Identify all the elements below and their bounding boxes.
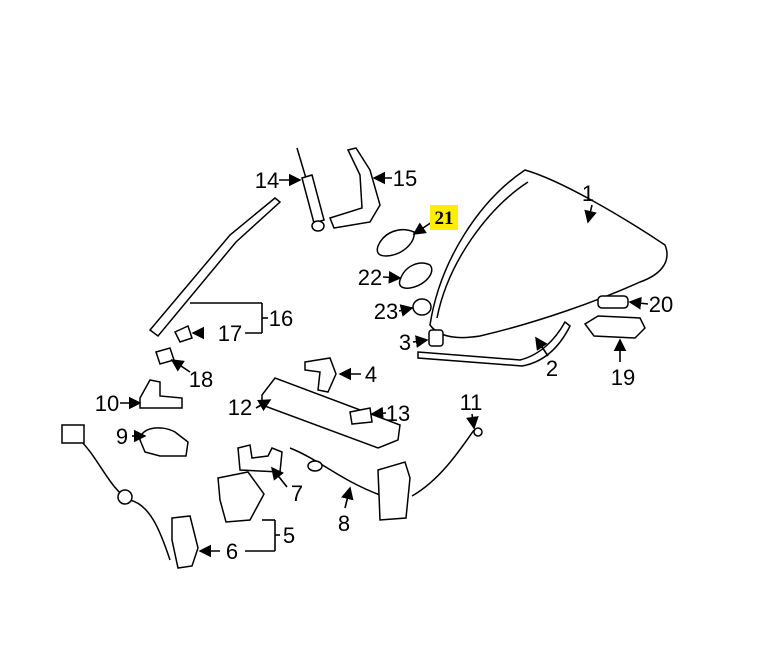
callout-2[interactable]: 2 (546, 356, 558, 381)
callout-23[interactable]: 23 (374, 299, 398, 324)
part-18-clip[interactable] (155, 347, 175, 365)
part-hinge[interactable] (329, 147, 381, 229)
callout-12[interactable]: 12 (228, 395, 252, 420)
part-gas-strut[interactable] (296, 147, 325, 232)
callout-20[interactable]: 20 (649, 292, 673, 317)
part-7-bracket[interactable] (237, 444, 283, 473)
callout-1[interactable]: 1 (582, 181, 594, 206)
callout-5[interactable]: 5 (283, 523, 295, 548)
callout-22[interactable]: 22 (358, 265, 382, 290)
part-bumper-stop[interactable] (428, 329, 444, 347)
callout-4[interactable]: 4 (365, 362, 377, 387)
part-6-lock[interactable] (171, 515, 199, 569)
callout-3[interactable]: 3 (399, 330, 411, 355)
part-23-grommet[interactable] (412, 298, 432, 316)
leader-lines (120, 171, 649, 558)
part-13-bumper[interactable] (349, 407, 373, 425)
callout-21-highlighted[interactable]: 21 (435, 208, 454, 229)
part-9-switch[interactable] (139, 427, 189, 457)
callout-8[interactable]: 8 (338, 511, 350, 536)
callout-10[interactable]: 10 (95, 391, 119, 416)
callout-19[interactable]: 19 (611, 365, 635, 390)
part-8-latch[interactable] (289, 447, 411, 521)
part-grommet (117, 489, 133, 505)
part-19-lamp[interactable] (583, 315, 646, 339)
part-5-bracket[interactable] (217, 471, 265, 523)
part-hood-seal[interactable] (417, 320, 571, 367)
callout-11[interactable]: 11 (460, 390, 483, 415)
part-22-seal[interactable] (398, 262, 433, 289)
callout-6[interactable]: 6 (226, 539, 238, 564)
part-10-bracket[interactable] (139, 379, 183, 409)
part-11-cable[interactable] (411, 429, 475, 497)
callout-7[interactable]: 7 (291, 481, 303, 506)
callout-15[interactable]: 15 (393, 166, 417, 191)
part-16-strip[interactable] (148, 197, 282, 338)
part-20-bulb[interactable] (597, 295, 629, 309)
part-hood[interactable] (429, 169, 668, 339)
callout-16[interactable]: 16 (269, 306, 293, 331)
callout-18[interactable]: 18 (189, 367, 213, 392)
callout-9[interactable]: 9 (116, 424, 128, 449)
part-21-insulator[interactable] (376, 228, 415, 257)
part-4-bracket[interactable] (304, 357, 337, 393)
part-17-clip[interactable] (173, 324, 193, 343)
callout-13[interactable]: 13 (386, 401, 410, 426)
callout-14[interactable]: 14 (255, 168, 279, 193)
part-connector (61, 424, 85, 444)
highlight-box-21 (430, 205, 458, 230)
callout-17[interactable]: 17 (218, 321, 242, 346)
